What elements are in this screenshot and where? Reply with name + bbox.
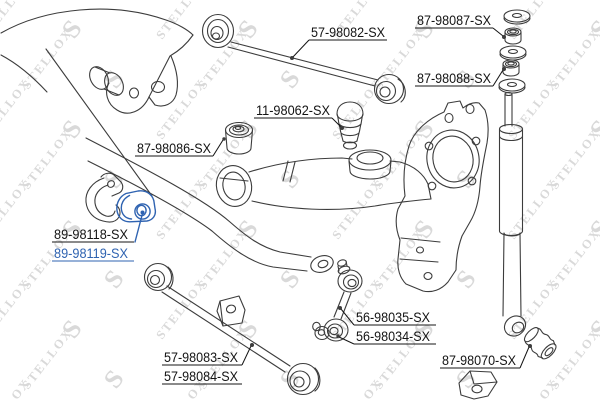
shock-mount-stack-drawing	[498, 9, 531, 94]
leader-line	[492, 69, 504, 87]
stabilizer-bar-drawing	[85, 137, 334, 273]
part-label-56-98034: 56-98034-SX	[356, 328, 431, 344]
leader-dot	[502, 35, 506, 39]
part-label-89-98119[interactable]: 89-98119-SX	[54, 245, 129, 261]
leader-dot	[528, 344, 532, 348]
leader-dot	[140, 210, 145, 215]
leader-line	[519, 346, 530, 369]
part-label-57-98083: 57-98083-SX	[164, 349, 239, 365]
part-label-57-98082: 57-98082-SX	[311, 24, 386, 40]
watermark-text: STELLOX	[0, 276, 33, 342]
upper-lateral-rod-drawing	[201, 13, 406, 105]
leader-line	[340, 308, 355, 326]
leader-line	[291, 39, 310, 59]
watermark-text: STELLOX	[0, 76, 33, 142]
bump-stop-drawing	[336, 101, 364, 150]
watermark-logo-s: S	[450, 264, 482, 293]
leader-line	[492, 27, 504, 37]
stabilizer-bushing-highlighted[interactable]	[116, 190, 157, 243]
frame-hole	[150, 80, 166, 94]
leader-dot	[338, 306, 342, 310]
leader-dot	[222, 137, 226, 141]
knuckle-hole	[444, 112, 454, 124]
leader-line	[331, 117, 342, 128]
part-label-87-98070: 87-98070-SX	[442, 352, 517, 368]
part-labels: 57-98082-SX 87-98087-SX 87-98088-SX 11-9…	[52, 12, 532, 385]
watermark-text: STELLOX	[153, 176, 209, 242]
lower-rod-drawing	[143, 262, 321, 396]
shock-absorber-drawing	[498, 91, 527, 337]
frame-rail-drawing	[0, 8, 194, 197]
part-label-87-98087: 87-98087-SX	[417, 12, 492, 28]
watermark-text: STELLOX	[505, 176, 561, 242]
part-label-89-98118: 89-98118-SX	[54, 226, 129, 242]
leader-line	[338, 336, 355, 345]
watermark-text: STELLOX	[153, 0, 209, 42]
upper-arm-drawing	[215, 121, 432, 210]
leader-line	[241, 345, 252, 366]
watermark-logo-s: S	[450, 164, 482, 193]
part-label-57-98084: 57-98084-SX	[164, 368, 239, 384]
watermark-text: STELLOX	[0, 176, 33, 242]
watermark-logo-s: S	[98, 264, 130, 293]
watermark-logo-s: S	[98, 364, 130, 393]
part-label-87-98088: 87-98088-SX	[417, 70, 492, 86]
shock-lower-bushing-drawing	[523, 327, 557, 360]
knuckle-drawing	[395, 100, 489, 293]
watermark-text: STELLOX	[505, 376, 561, 400]
leader-dot	[340, 126, 344, 130]
leader-89-98119	[134, 212, 144, 243]
bottom-bracket-drawing	[458, 370, 498, 400]
link-bushing	[314, 325, 330, 341]
leader-dot	[290, 56, 294, 60]
watermark-text: STELLOX	[329, 376, 385, 400]
knuckle-hole	[465, 103, 475, 115]
part-label-11-98062: 11-98062-SX	[256, 102, 331, 118]
watermark-logo-s: S	[274, 164, 306, 193]
watermark-logo-s: S	[450, 364, 482, 393]
leader-dot	[336, 334, 340, 338]
watermark-text: STELLOX	[505, 76, 561, 142]
leader-dot	[502, 67, 506, 71]
leader-dot	[250, 343, 254, 347]
part-label-87-98086: 87-98086-SX	[137, 140, 212, 156]
stabilizer-link-drawing	[312, 259, 363, 342]
part-label-56-98035: 56-98035-SX	[356, 309, 431, 325]
frame-hole	[128, 87, 140, 99]
watermark-text: STELLOX	[153, 76, 209, 142]
leader-line	[212, 139, 224, 157]
watermark-logo-s: S	[274, 64, 306, 93]
